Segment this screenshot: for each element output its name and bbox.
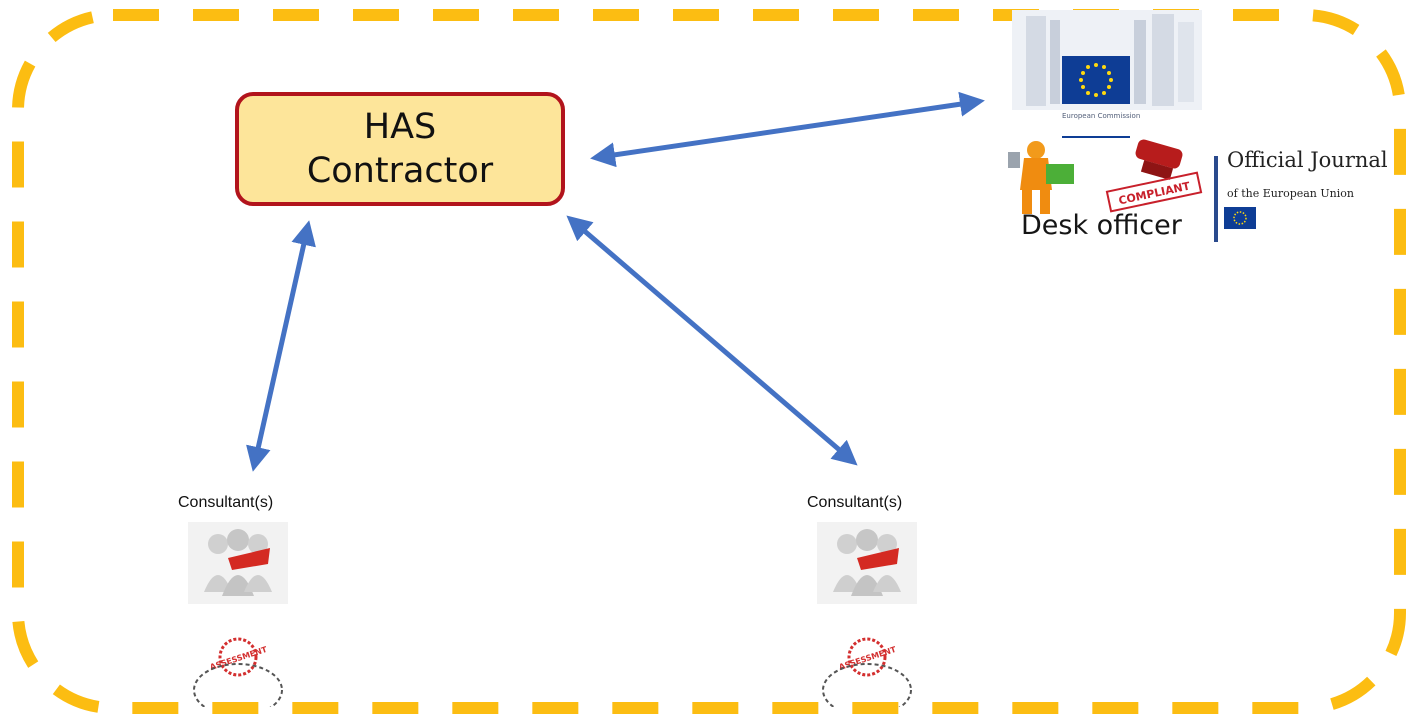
arrow-contractor-consultant-left	[246, 220, 316, 472]
consultant-art-left: ASSESSMENT	[188, 522, 288, 707]
has-contractor-box: HAS Contractor	[235, 92, 565, 206]
boundary-dashed-frame	[12, 9, 1406, 714]
consultant-group-icon	[817, 522, 917, 604]
arrow-contractor-commission	[590, 91, 985, 168]
official-journal-title: Official Journal	[1227, 148, 1388, 172]
contractor-line-2: Contractor	[306, 151, 494, 191]
assessment-stamp-icon: ASSESSMENT	[193, 637, 283, 707]
european-commission-logo	[1012, 10, 1202, 138]
assessment-stamp-icon: ASSESSMENT	[822, 637, 912, 707]
consultant-group-icon	[188, 522, 288, 604]
consultant-label-left: Consultant(s)	[178, 494, 274, 511]
desk-officer-label: Desk officer	[1021, 210, 1182, 241]
commission-caption: European Commission	[1062, 112, 1141, 120]
consultant-art-right: ASSESSMENT	[817, 522, 917, 707]
desk-officer-art: COMPLIANT	[1008, 139, 1203, 214]
compliant-stamp: COMPLIANT	[1105, 139, 1203, 213]
official-journal-subtitle: of the European Union	[1227, 187, 1354, 200]
contractor-line-1: HAS	[363, 107, 437, 147]
consultant-label-right: Consultant(s)	[807, 494, 903, 511]
arrow-contractor-consultant-right	[566, 215, 858, 466]
official-journal-bar	[1214, 156, 1218, 242]
desk-officer-figure	[1008, 141, 1074, 214]
compliant-stamp-text: COMPLIANT	[1117, 179, 1191, 207]
eu-flag-icon	[1224, 207, 1256, 229]
